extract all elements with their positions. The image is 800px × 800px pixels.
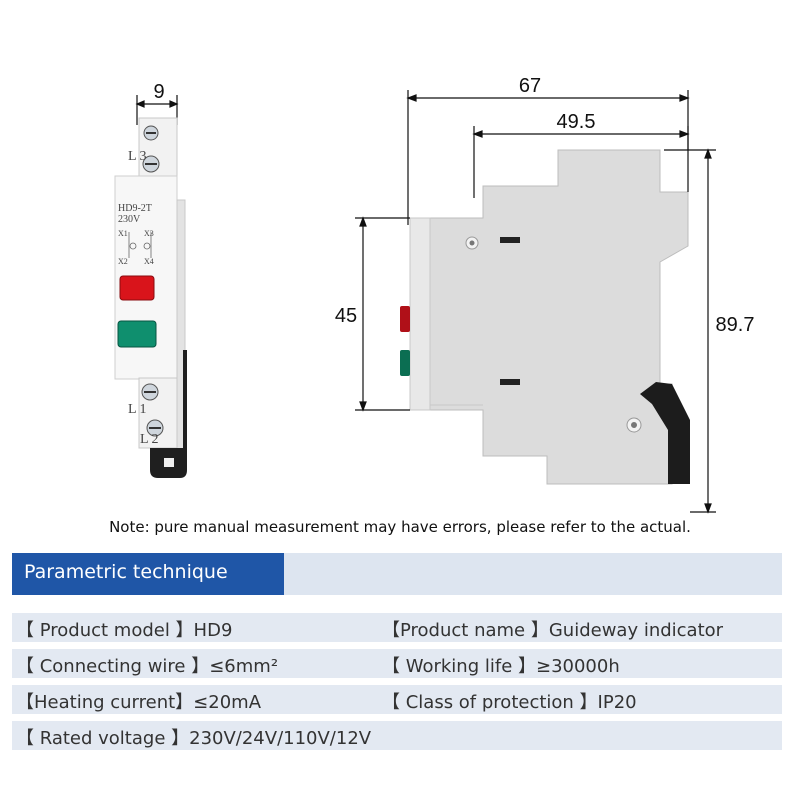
section-title: Parametric technique bbox=[24, 561, 228, 583]
red-lamp bbox=[119, 275, 155, 301]
side-din-clip bbox=[640, 382, 690, 484]
terminal-top-label: L 3 bbox=[128, 149, 147, 164]
panel-model: HD9-2T bbox=[118, 203, 152, 214]
panel-schematic bbox=[128, 232, 152, 258]
param-class-of-protection: 【 Class of protection 】IP20 bbox=[382, 692, 637, 713]
front-height-label: 45 bbox=[335, 305, 357, 327]
measurement-note: Note: pure manual measurement may have e… bbox=[109, 518, 691, 536]
front-height-dimension bbox=[355, 216, 410, 412]
depth-inner-label: 49.5 bbox=[557, 111, 596, 133]
din-clip bbox=[150, 350, 187, 478]
front-view-drawing: 9 L 3 L 1 L 2 HD9-2T 230V X1 X3 X2 X4 bbox=[114, 81, 187, 478]
depth-inner-dimension bbox=[472, 126, 690, 198]
terminal-bottom-label-2: L 2 bbox=[140, 432, 159, 447]
green-lamp bbox=[117, 320, 157, 348]
section-header-tab bbox=[12, 553, 284, 595]
panel-x1: X1 bbox=[118, 229, 128, 238]
terminal-bottom-label-1: L 1 bbox=[128, 402, 147, 417]
depth-label: 67 bbox=[519, 75, 541, 97]
panel-x3: X3 bbox=[144, 229, 154, 238]
param-row-4: 【 Rated voltage 】230V/24V/110V/12V bbox=[12, 721, 782, 750]
width-label: 9 bbox=[153, 81, 164, 103]
param-row-3: 【Heating current】≤20mA 【 Class of protec… bbox=[12, 685, 782, 714]
screw-icons bbox=[141, 125, 164, 437]
param-row-1: 【 Product model 】HD9 【Product name 】Guid… bbox=[12, 613, 782, 642]
panel-voltage: 230V bbox=[118, 214, 141, 225]
param-connecting-wire: 【 Connecting wire 】≤6mm² bbox=[16, 656, 279, 677]
param-row-2: 【 Connecting wire 】≤6mm² 【 Working life … bbox=[12, 649, 782, 678]
panel-x4: X4 bbox=[144, 257, 154, 266]
param-heating-current: 【Heating current】≤20mA bbox=[16, 692, 262, 713]
width-dimension bbox=[135, 95, 179, 125]
side-view-drawing: 67 49.5 45 89.7 bbox=[335, 75, 755, 514]
panel-x2: X2 bbox=[118, 257, 128, 266]
total-height-dimension bbox=[664, 148, 716, 514]
param-working-life: 【 Working life 】≥30000h bbox=[382, 656, 620, 677]
total-height-label: 89.7 bbox=[716, 314, 755, 336]
param-product-name: 【Product name 】Guideway indicator bbox=[382, 620, 724, 641]
side-body bbox=[400, 149, 690, 485]
param-rated-voltage: 【 Rated voltage 】230V/24V/110V/12V bbox=[16, 728, 372, 749]
param-product-model: 【 Product model 】HD9 bbox=[16, 620, 233, 641]
